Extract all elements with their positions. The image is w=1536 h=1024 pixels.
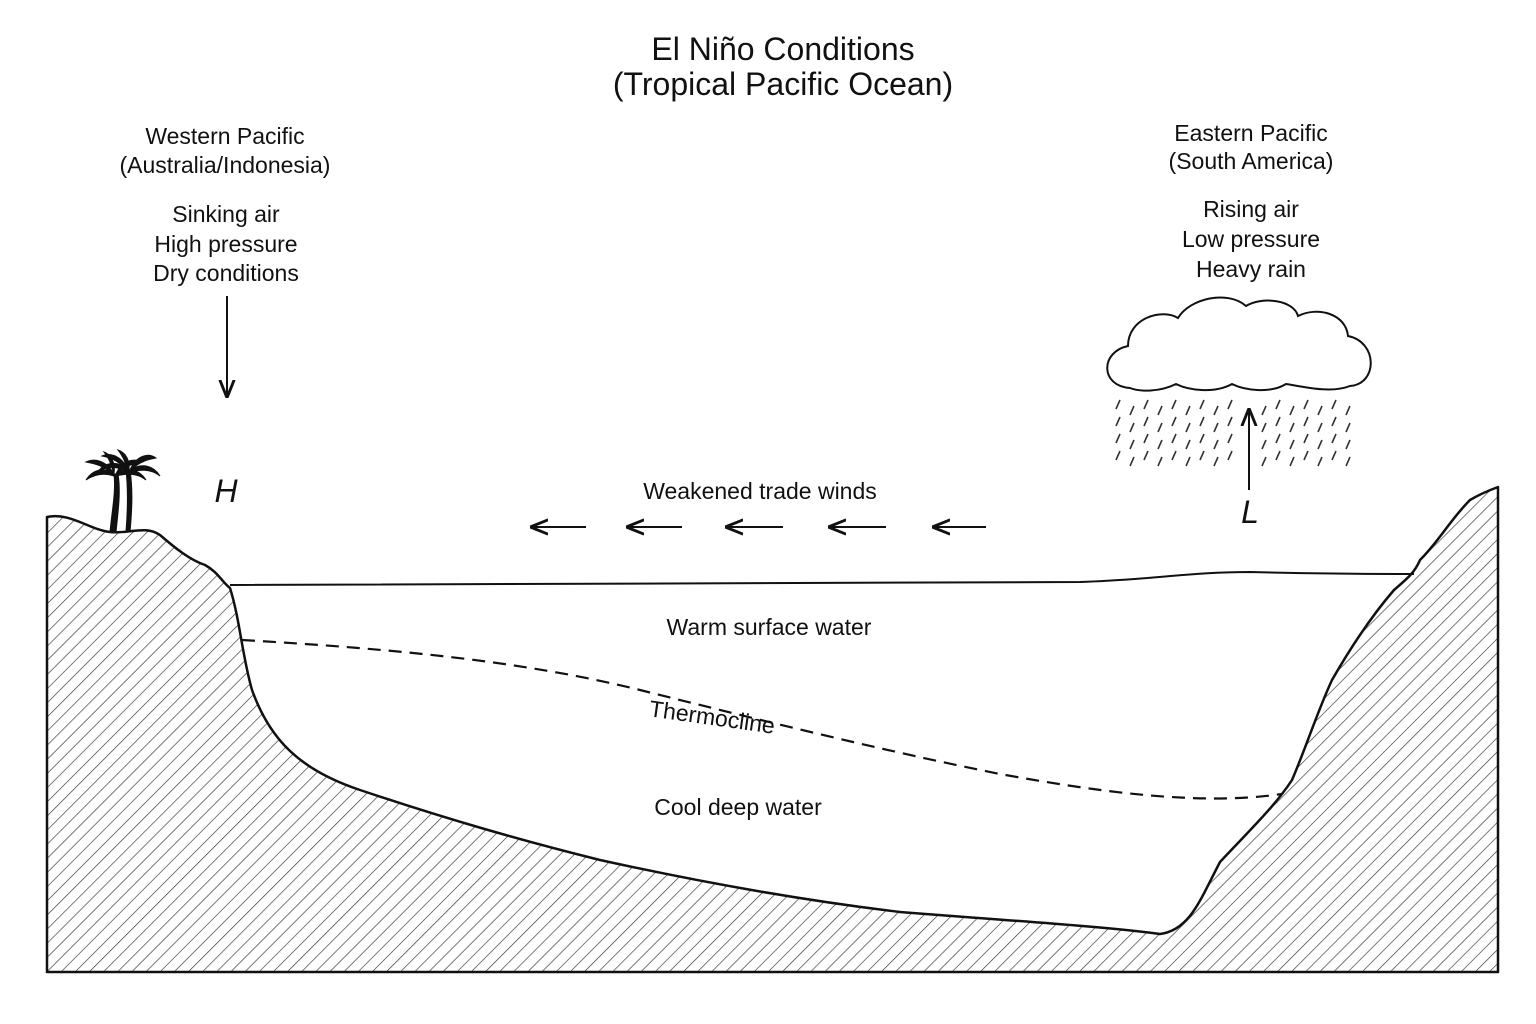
rain-streak bbox=[1171, 399, 1177, 410]
thermocline-line bbox=[241, 638, 1283, 800]
rain-streak bbox=[1185, 456, 1191, 467]
rain-cloud-icon bbox=[1106, 296, 1372, 467]
rain-streak bbox=[1129, 405, 1135, 416]
rain-streak bbox=[1157, 405, 1163, 416]
east-region-place: (South America) bbox=[1169, 148, 1334, 174]
sea-surface bbox=[229, 570, 1415, 586]
rain-streak bbox=[1129, 422, 1135, 433]
rain-streak bbox=[1129, 456, 1135, 467]
west-panel: Western Pacific (Australia/Indonesia) Si… bbox=[120, 123, 331, 509]
rain-streak bbox=[1157, 439, 1163, 450]
rain-streak bbox=[1303, 416, 1309, 427]
rain-streak bbox=[1317, 439, 1323, 450]
rain-streak bbox=[1303, 433, 1309, 444]
rain-streak bbox=[1143, 450, 1149, 461]
rain-streak bbox=[1199, 416, 1205, 427]
title-line-1: El Niño Conditions bbox=[651, 31, 914, 67]
rain-streak bbox=[1261, 439, 1267, 450]
rain-streak bbox=[1289, 439, 1295, 450]
rain-streak bbox=[1171, 416, 1177, 427]
rain-streak bbox=[1171, 433, 1177, 444]
rain-streak bbox=[1275, 416, 1281, 427]
rain-streak bbox=[1303, 399, 1309, 410]
rain-streak bbox=[1213, 422, 1219, 433]
rain-streak bbox=[1185, 422, 1191, 433]
rain-streak bbox=[1227, 399, 1233, 410]
rain-streak bbox=[1345, 422, 1351, 433]
low-pressure-symbol: L bbox=[1241, 494, 1259, 530]
rain-streak bbox=[1213, 456, 1219, 467]
rain-streak bbox=[1115, 399, 1121, 410]
rain-streak bbox=[1227, 416, 1233, 427]
palm-tree-icon bbox=[84, 449, 161, 533]
rain-streak bbox=[1185, 439, 1191, 450]
rain-streak bbox=[1331, 399, 1337, 410]
title-line-2: (Tropical Pacific Ocean) bbox=[613, 66, 953, 102]
east-condition-weather: Heavy rain bbox=[1196, 256, 1306, 282]
rain-streak bbox=[1261, 422, 1267, 433]
sea-floor-cross-section bbox=[45, 485, 1500, 974]
rain-streak bbox=[1171, 450, 1177, 461]
east-region-name: Eastern Pacific bbox=[1174, 120, 1327, 146]
rain-streak bbox=[1289, 456, 1295, 467]
rain-streak bbox=[1345, 405, 1351, 416]
rain-streak bbox=[1227, 433, 1233, 444]
rain-streak bbox=[1275, 450, 1281, 461]
rain-streak bbox=[1303, 450, 1309, 461]
east-condition-pressure: Low pressure bbox=[1182, 226, 1320, 252]
west-condition-pressure: High pressure bbox=[154, 231, 297, 257]
thermocline-label: Thermocline bbox=[648, 695, 777, 738]
rain-streak bbox=[1261, 405, 1267, 416]
rain-streak bbox=[1157, 456, 1163, 467]
rain-streak bbox=[1115, 416, 1121, 427]
rain-streak bbox=[1317, 456, 1323, 467]
rain-streak bbox=[1317, 405, 1323, 416]
rain-streak bbox=[1115, 433, 1121, 444]
east-condition-air: Rising air bbox=[1203, 196, 1299, 222]
rain-streak bbox=[1157, 422, 1163, 433]
rain-streak bbox=[1275, 433, 1281, 444]
west-region-place: (Australia/Indonesia) bbox=[120, 152, 331, 178]
rain-streak bbox=[1275, 399, 1281, 410]
west-condition-air: Sinking air bbox=[172, 201, 280, 227]
trade-winds: Weakened trade winds bbox=[532, 478, 986, 527]
rain-streak bbox=[1199, 433, 1205, 444]
rain-streak bbox=[1185, 405, 1191, 416]
warm-water-label: Warm surface water bbox=[667, 614, 872, 640]
rain-streak bbox=[1143, 416, 1149, 427]
rain-streak bbox=[1331, 433, 1337, 444]
rain-streak bbox=[1199, 399, 1205, 410]
rain-streak bbox=[1331, 416, 1337, 427]
rain-streak bbox=[1143, 433, 1149, 444]
high-pressure-symbol: H bbox=[214, 473, 238, 509]
trade-winds-label: Weakened trade winds bbox=[643, 478, 877, 504]
rain-streak bbox=[1289, 405, 1295, 416]
rain-streak bbox=[1317, 422, 1323, 433]
rain-streak bbox=[1345, 456, 1351, 467]
west-condition-weather: Dry conditions bbox=[153, 260, 299, 286]
rain-streak bbox=[1213, 439, 1219, 450]
rain-streak bbox=[1143, 399, 1149, 410]
west-region-name: Western Pacific bbox=[145, 123, 304, 149]
rain-streak bbox=[1115, 450, 1121, 461]
rain-streak bbox=[1199, 450, 1205, 461]
rain-streak bbox=[1261, 456, 1267, 467]
rain-streak bbox=[1289, 422, 1295, 433]
east-panel: Eastern Pacific (South America) Rising a… bbox=[1106, 120, 1372, 530]
rain-streak bbox=[1331, 450, 1337, 461]
rain-streak bbox=[1227, 450, 1233, 461]
rain-streak bbox=[1129, 439, 1135, 450]
cool-water-label: Cool deep water bbox=[654, 794, 822, 820]
rain-streak bbox=[1213, 405, 1219, 416]
rain-streak bbox=[1345, 439, 1351, 450]
